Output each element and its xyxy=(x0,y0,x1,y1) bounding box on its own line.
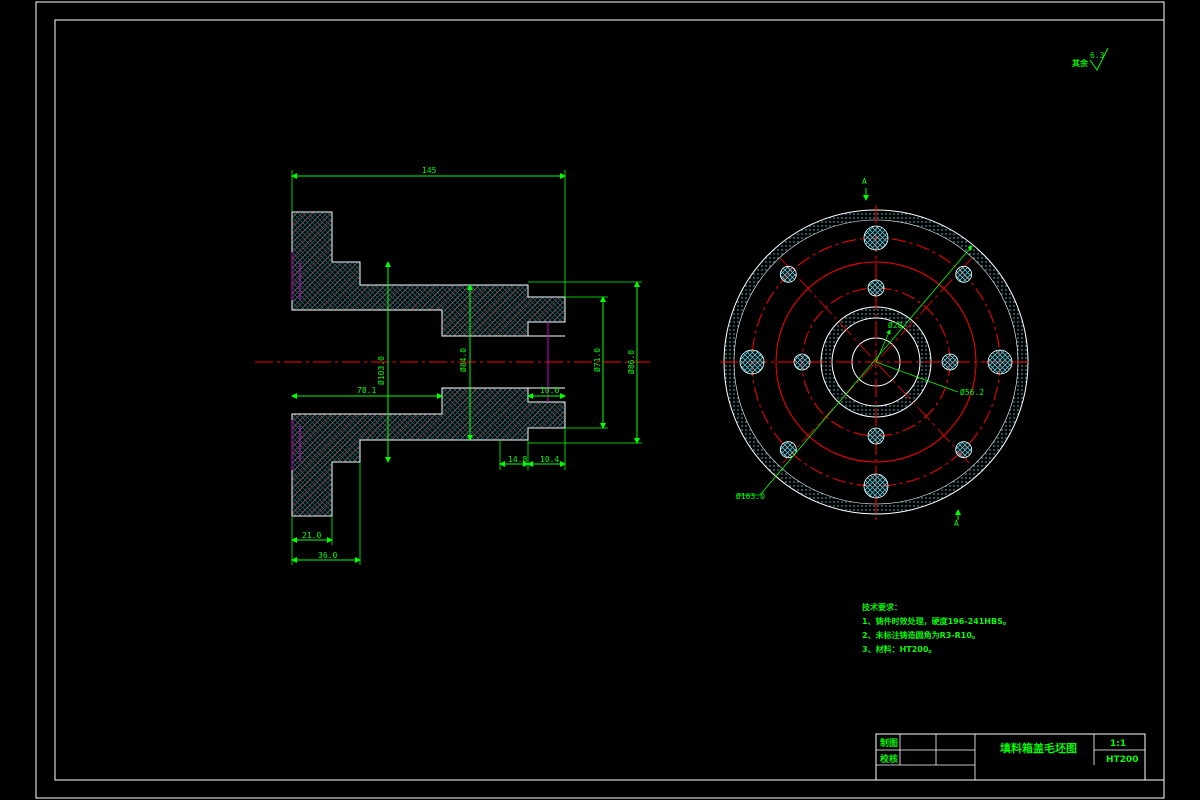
technical-notes: 技术要求： 1、铸件时效处理，硬度196-241HBS。 2、未标注铸造圆角为R… xyxy=(862,602,1011,654)
dim-len-b: 10.4 xyxy=(540,455,559,464)
bolt-hole xyxy=(779,265,797,283)
note-item-3: 3、材料：HT200。 xyxy=(862,644,936,654)
roughness-symbol: 其余 6.3 xyxy=(1072,47,1109,71)
tb-material: HT200 xyxy=(1106,755,1138,765)
dim-bore-dia-1: Ø103.0 xyxy=(376,356,386,385)
small-hole xyxy=(867,427,885,445)
dim-len-right: 10.0 xyxy=(540,386,559,395)
dim-flange-1: 21.0 xyxy=(302,531,321,540)
dim-hub: Ø28 xyxy=(888,320,903,330)
bolt-hole xyxy=(863,225,889,251)
bolt-holes xyxy=(739,225,1013,499)
note-item-1: 1、铸件时效处理，硬度196-241HBS。 xyxy=(862,616,1011,626)
tb-drawn-label: 制图 xyxy=(880,737,898,749)
small-hole xyxy=(867,279,885,297)
bolt-hole xyxy=(863,473,889,499)
dim-bore-dia-3: Ø71.0 xyxy=(592,348,602,372)
dim-len-a: 14.8 xyxy=(508,455,527,464)
bolt-hole xyxy=(955,441,973,459)
small-hole xyxy=(793,353,811,371)
tb-scale: 1:1 xyxy=(1110,739,1126,749)
dim-flange-2: 36.0 xyxy=(318,551,337,560)
title-block: 制图 校核 填料箱盖毛坯图 1:1 HT200 xyxy=(875,733,1146,781)
bolt-hole xyxy=(739,349,765,375)
dim-inner: Ø56.2 xyxy=(960,387,984,397)
section-mark-bottom: A xyxy=(954,519,959,528)
dim-outer-dia: Ø86.0 xyxy=(626,350,636,374)
section-view: 145 Ø103.0 Ø84.0 Ø71.0 Ø86.0 78.1 10.0 1… xyxy=(255,166,650,565)
dim-len-bore: 78.1 xyxy=(357,386,376,395)
small-hole xyxy=(941,353,959,371)
note-item-2: 2、未标注铸造圆角为R3-R10。 xyxy=(862,630,980,640)
bolt-hole xyxy=(955,265,973,283)
inner-frame xyxy=(54,19,1165,781)
roughness-value: 6.3 xyxy=(1090,51,1105,60)
bolt-hole xyxy=(779,441,797,459)
notes-title: 技术要求： xyxy=(862,602,902,612)
end-view: A A Ø163.0 Ø28 Ø56.2 xyxy=(720,177,1032,528)
section-mark-top: A xyxy=(862,177,867,186)
small-holes xyxy=(793,279,959,445)
bolt-hole xyxy=(987,349,1013,375)
dim-bore-dia-2: Ø84.0 xyxy=(458,348,468,372)
dim-overall-length: 145 xyxy=(422,166,437,175)
roughness-label: 其余 xyxy=(1072,58,1089,68)
tb-drawing-title: 填料箱盖毛坯图 xyxy=(1000,741,1077,755)
dim-pcd: Ø163.0 xyxy=(736,491,765,501)
tb-checked-label: 校核 xyxy=(880,753,898,765)
